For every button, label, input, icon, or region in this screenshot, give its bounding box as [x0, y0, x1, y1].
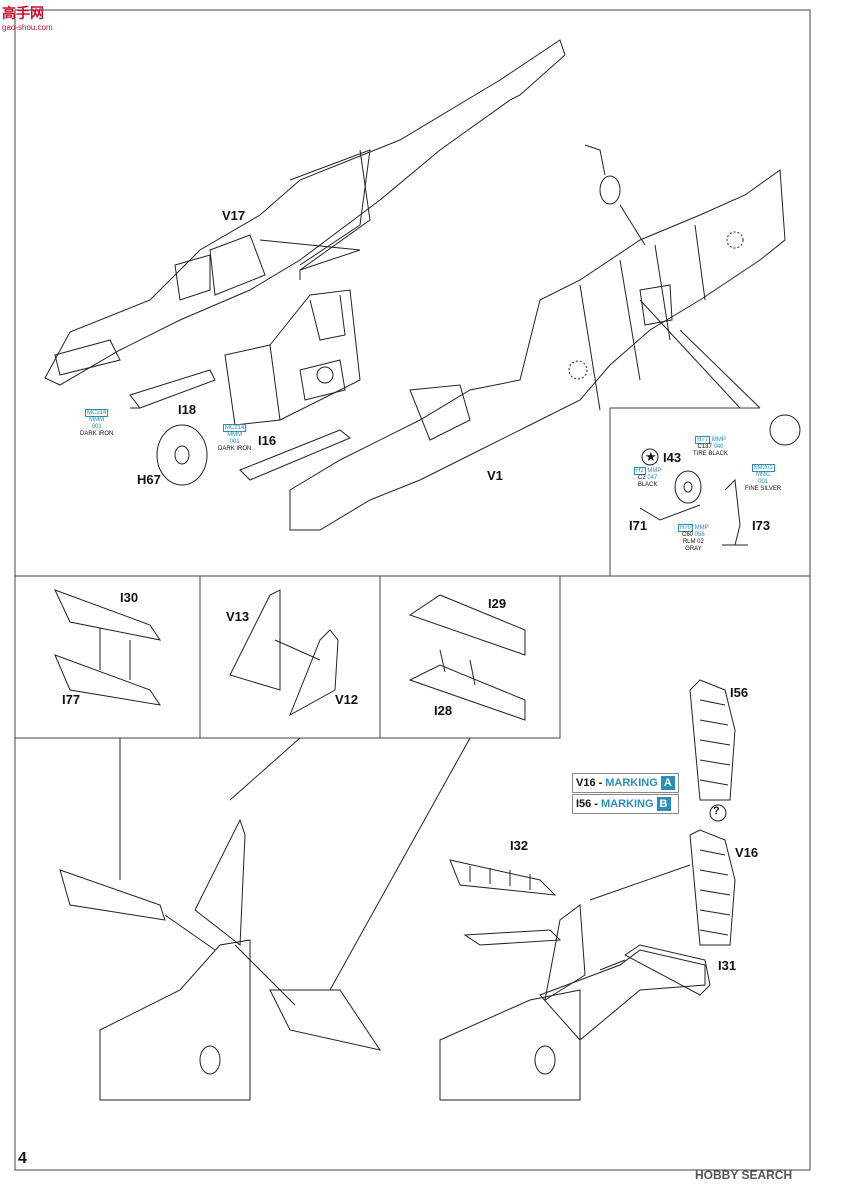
color-callout-rlm02-gray: H70 MMP C60 056 RLM 02 GRAY [678, 524, 709, 552]
color-callout-fine-silver: SM201 MMC 001 FINE SILVER [745, 464, 782, 492]
color-callout-black: H2 MMP C2 047 BLACK [634, 467, 662, 488]
part-label-v12: V12 [335, 692, 359, 707]
watermark-url: gao-shou.com [2, 23, 53, 32]
part-label-i43: I43 [663, 450, 682, 465]
part-label-v16: V16 [735, 845, 759, 860]
part-label-i18: I18 [178, 402, 197, 417]
color-callout-tire-black: H77 MMP C137 040 TIRE BLACK [693, 436, 729, 457]
part-label-i30: I30 [120, 590, 139, 605]
part-label-i32: I32 [510, 838, 529, 853]
part-label-i56: I56 [730, 685, 749, 700]
part-label-i29: I29 [488, 596, 507, 611]
part-label-i16: I16 [258, 433, 277, 448]
part-label-i73: I73 [752, 518, 771, 533]
part-label-i31: I31 [718, 958, 737, 973]
question-icon: ? [713, 805, 720, 817]
color-callout-dark-iron-2: MC214 MMM 001 DARK IRON [218, 424, 252, 452]
part-label-v1: V1 [487, 468, 503, 483]
page-number: 4 [18, 1150, 27, 1167]
part-label-v17: V17 [222, 208, 246, 223]
watermark-chars: 高手网 [2, 5, 44, 21]
watermark-brand: HOBBY SEARCH [695, 1168, 793, 1182]
part-label-i71: I71 [629, 518, 648, 533]
part-label-i77: I77 [62, 692, 81, 707]
color-callout-dark-iron-1: MC214 MMM 001 DARK IRON [80, 409, 114, 437]
part-label-i28: I28 [434, 703, 453, 718]
part-label-h67: H67 [137, 472, 161, 487]
star-icon: ★ [645, 449, 657, 464]
watermark-logo: 高手网 gao-shou.com [2, 3, 53, 32]
part-label-v13: V13 [226, 609, 250, 624]
